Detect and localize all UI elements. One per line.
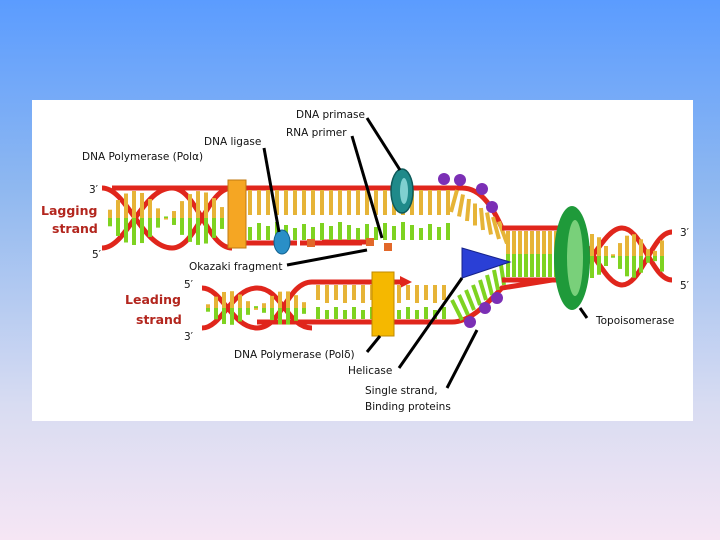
ssb-protein xyxy=(479,302,491,314)
lagging-strand-region xyxy=(101,185,552,251)
pointer-rna-primer xyxy=(350,135,384,239)
pol-alpha-prefix: DNA Polymerase (Pol xyxy=(82,151,192,163)
ssb-protein xyxy=(438,173,450,185)
base-pair xyxy=(479,207,485,231)
pointer-dna-ligase xyxy=(262,147,281,233)
leading-helix-strand-b xyxy=(201,285,313,331)
end-parental-bottom: 5′ xyxy=(680,280,690,292)
label-dna-primase: DNA primase xyxy=(296,109,365,121)
pointer-helicase xyxy=(397,277,464,369)
base-pair xyxy=(457,294,470,316)
label-lagging-line2: strand xyxy=(52,221,98,236)
pointer-ssb xyxy=(445,329,479,389)
pointer-topoisomerase xyxy=(578,307,589,319)
end-lagging-top: 3′ xyxy=(89,184,99,196)
label-leading-line1: Leading xyxy=(125,292,181,307)
label-dna-polymerase-delta: DNA Polymerase (Polδ) xyxy=(234,349,355,361)
end-parental-top: 3′ xyxy=(680,227,690,239)
label-ssb-line2: Binding proteins xyxy=(365,401,451,413)
base-pair xyxy=(491,216,501,240)
base-pair xyxy=(485,274,494,296)
ssb-protein xyxy=(454,174,466,186)
callout-pointers xyxy=(262,117,589,389)
dna-primase-hole xyxy=(400,178,408,204)
base-pair xyxy=(492,269,500,291)
dna-polymerase-delta xyxy=(371,271,395,337)
label-lagging-line1: Lagging xyxy=(41,203,97,218)
end-lagging-bottom: 5′ xyxy=(92,249,102,261)
base-pair xyxy=(450,299,464,321)
base-pair xyxy=(497,220,509,245)
pointer-okazaki xyxy=(286,248,368,267)
rna-primer-3 xyxy=(384,243,392,251)
ssb-protein xyxy=(486,201,498,213)
label-dna-ligase: DNA ligase xyxy=(204,136,261,148)
label-topoisomerase: Topoisomerase xyxy=(595,315,674,327)
leading-helix-strand-a xyxy=(201,279,313,331)
pointer-polymerase-delta xyxy=(365,335,382,353)
end-leading-top: 5′ xyxy=(184,279,194,291)
dna-ligase-protein xyxy=(273,229,291,255)
ssb-proteins-top xyxy=(438,173,498,213)
dna-polymerase-alpha xyxy=(227,179,247,249)
label-okazaki-fragment: Okazaki fragment xyxy=(189,261,282,273)
fork-base-pairs xyxy=(449,189,509,321)
topoisomerase-hole xyxy=(567,220,583,296)
ssb-proteins-bottom xyxy=(464,292,503,328)
ssb-protein xyxy=(476,183,488,195)
pol-alpha-symbol: α xyxy=(192,151,199,163)
label-rna-primer: RNA primer xyxy=(286,127,347,139)
label-leading-line2: strand xyxy=(136,312,182,327)
pointer-dna-primase xyxy=(365,117,402,171)
helicase-protein xyxy=(461,247,512,279)
rna-primer-1 xyxy=(307,239,315,247)
leading-strand-arrowhead xyxy=(400,276,412,288)
dna-replication-diagram: DNA primase RNA primer DNA ligase DNA Po… xyxy=(41,109,690,413)
diagram-panel: DNA primase RNA primer DNA ligase DNA Po… xyxy=(32,100,693,421)
label-dna-polymerase-alpha: DNA Polymerase (Polα) xyxy=(82,151,203,163)
base-pair xyxy=(449,189,459,213)
base-pair xyxy=(478,279,488,301)
ssb-protein xyxy=(491,292,503,304)
base-pair xyxy=(457,194,465,217)
base-pair xyxy=(464,289,476,311)
rna-primer-2 xyxy=(366,238,374,246)
ssb-protein xyxy=(464,316,476,328)
base-pair xyxy=(485,212,493,235)
label-ssb-line1: Single strand, xyxy=(365,385,438,397)
base-pair xyxy=(465,198,471,222)
base-pair xyxy=(471,284,482,306)
pol-alpha-close: ) xyxy=(199,151,203,163)
end-leading-bottom: 3′ xyxy=(184,331,194,343)
label-helicase: Helicase xyxy=(348,365,392,377)
